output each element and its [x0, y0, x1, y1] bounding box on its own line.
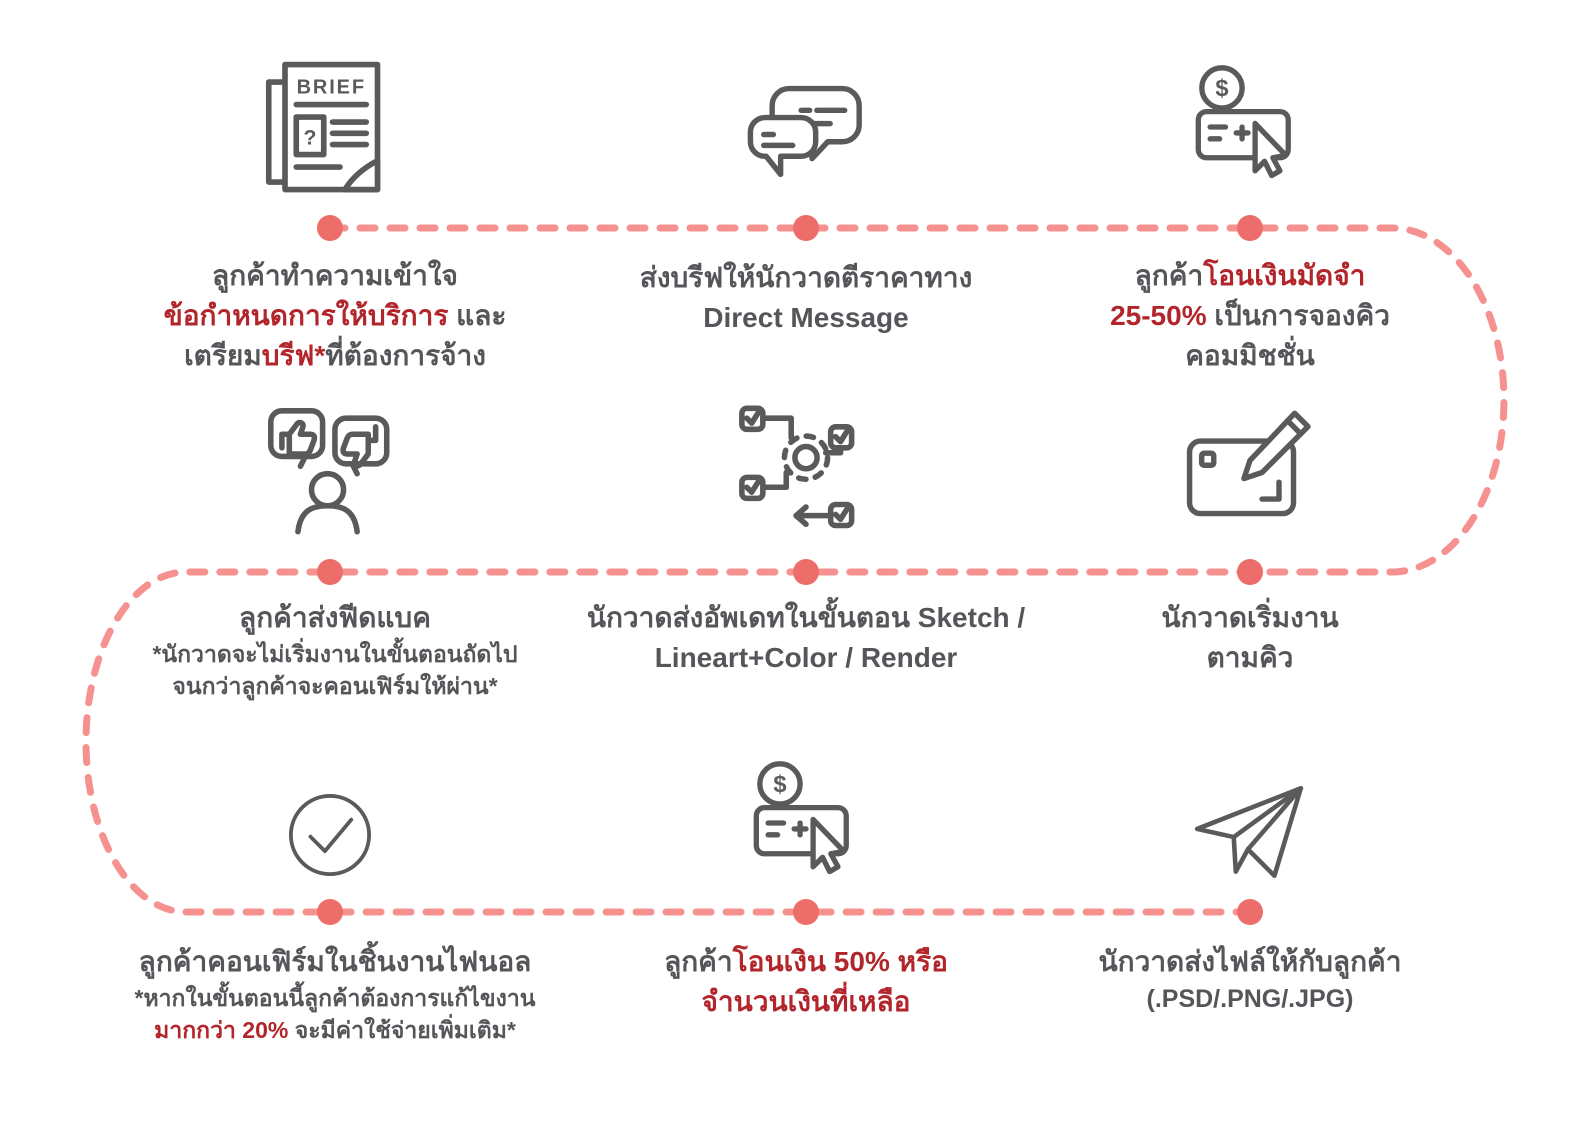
caption-line: ลูกค้าโอนเงินมัดจำ — [970, 256, 1530, 296]
caption-text: เตรียม — [184, 339, 262, 371]
step-dot — [317, 899, 343, 925]
caption-line: *หากในขั้นตอนนี้ลูกค้าต้องการแก้ไขงาน — [55, 982, 615, 1015]
step-dot — [793, 215, 819, 241]
caption-line: จำนวนเงินที่เหลือ — [526, 982, 1086, 1022]
step-8-caption: ลูกค้าโอนเงิน 50% หรือจำนวนเงินที่เหลือ — [526, 942, 1086, 1022]
step-1-caption: ลูกค้าทำความเข้าใจข้อกำหนดการให้บริการ แ… — [55, 256, 615, 375]
dollar-sign-label: $ — [1215, 76, 1228, 102]
chat-bubbles-icon — [734, 62, 879, 207]
step-5-caption: นักวาดส่งอัพเดทในขั้นตอน Sketch / Lineart… — [526, 598, 1086, 678]
caption-line: 25-50% เป็นการจองคิว — [970, 296, 1530, 336]
caption-text: Direct Message — [703, 301, 909, 333]
money-transfer-click-icon: $ — [1177, 56, 1319, 198]
drawing-tablet-icon — [1178, 400, 1323, 545]
caption-line: ลูกค้าคอนเฟิร์มในชิ้นงานไฟนอล — [55, 942, 615, 982]
step-9-caption: นักวาดส่งไฟล์ให้กับลูกค้า (.PSD/.PNG/.JPG… — [970, 942, 1530, 1017]
caption-text: ลูกค้า — [1134, 260, 1204, 291]
caption-text: Lineart+Color / Render — [654, 641, 958, 673]
caption-text: ข้อกำหนดการให้บริการ — [163, 299, 449, 331]
caption-text: บรีฟ* — [261, 339, 326, 371]
step-dot — [1237, 215, 1263, 241]
step-dot — [317, 559, 343, 585]
dollar-sign-label: $ — [773, 772, 786, 798]
workflow-gear-icon — [732, 396, 880, 544]
step-dot — [1237, 899, 1263, 925]
caption-line: นักวาดเริ่มงาน — [970, 598, 1530, 638]
money-transfer-click-icon: $ — [735, 752, 877, 894]
caption-line: ตามคิว — [970, 638, 1530, 678]
caption-text: *หากในขั้นตอนนี้ลูกค้าต้องการแก้ไขงาน — [134, 984, 536, 1011]
feedback-thumbs-icon — [256, 396, 404, 544]
step-7-caption: ลูกค้าคอนเฟิร์มในชิ้นงานไฟนอล *หากในขั้นต… — [55, 942, 615, 1047]
caption-text: คอมมิชชั่น — [1185, 339, 1315, 371]
caption-text: เป็นการจองคิว — [1206, 299, 1390, 331]
caption-text: 25-50% — [1110, 299, 1207, 331]
caption-text: ลูกค้าทำความเข้าใจ — [212, 260, 458, 291]
caption-line: มากกว่า 20% จะมีค่าใช้จ่ายเพิ่มเติม* — [55, 1014, 615, 1047]
step-4-caption: ลูกค้าส่งฟีดแบค *นักวาดจะไม่เริ่มงานในขั้… — [55, 598, 615, 703]
brief-document-icon: BRIEF ? — [255, 52, 405, 202]
step-2-caption: ส่งบรีฟให้นักวาดตีราคาทาง Direct Message — [526, 258, 1086, 338]
caption-text: ลูกค้าคอนเฟิร์มในชิ้นงานไฟนอล — [138, 946, 532, 977]
caption-line: นักวาดส่งอัพเดทในขั้นตอน Sketch / — [526, 598, 1086, 638]
caption-line: ข้อกำหนดการให้บริการ และ — [55, 296, 615, 336]
question-mark-label: ? — [304, 126, 317, 150]
caption-text: (.PSD/.PNG/.JPG) — [1146, 984, 1354, 1013]
caption-line: *นักวาดจะไม่เริ่มงานในขั้นตอนถัดไป — [55, 638, 615, 671]
check-circle-icon — [279, 784, 381, 886]
caption-text: โอนเงิน 50% หรือ — [732, 946, 948, 977]
caption-line: ส่งบรีฟให้นักวาดตีราคาทาง — [526, 258, 1086, 298]
caption-text: จะมีค่าใช้จ่ายเพิ่มเติม* — [288, 1017, 516, 1044]
flow-connector — [82, 224, 1508, 916]
caption-text: *นักวาดจะไม่เริ่มงานในขั้นตอนถัดไป — [152, 640, 518, 667]
caption-text: ที่ต้องการจ้าง — [325, 339, 486, 371]
caption-text: และ — [448, 299, 507, 331]
caption-line: ลูกค้าส่งฟีดแบค — [55, 598, 615, 638]
caption-line: ลูกค้าทำความเข้าใจ — [55, 256, 615, 296]
caption-text: นักวาดส่งอัพเดทในขั้นตอน Sketch / — [586, 602, 1026, 633]
caption-text: จำนวนเงินที่เหลือ — [701, 985, 911, 1017]
caption-text: นักวาดส่งไฟล์ให้กับลูกค้า — [1098, 946, 1402, 977]
brief-label: BRIEF — [297, 76, 366, 98]
caption-text: ตามคิว — [1206, 641, 1294, 673]
step-6-caption: นักวาดเริ่มงานตามคิว — [970, 598, 1530, 678]
step-dot — [1237, 559, 1263, 585]
caption-line: ลูกค้าโอนเงิน 50% หรือ — [526, 942, 1086, 982]
paper-plane-icon — [1189, 772, 1311, 894]
caption-text: ลูกค้า — [664, 946, 733, 977]
caption-line: (.PSD/.PNG/.JPG) — [970, 982, 1530, 1018]
caption-text: นักวาดเริ่มงาน — [1161, 602, 1339, 633]
caption-line: Direct Message — [526, 298, 1086, 338]
caption-text: ลูกค้าส่งฟีดแบค — [239, 602, 431, 633]
caption-text: ส่งบรีฟให้นักวาดตีราคาทาง — [639, 262, 973, 293]
step-dots — [317, 215, 1263, 925]
caption-line: นักวาดส่งไฟล์ให้กับลูกค้า — [970, 942, 1530, 982]
caption-line: เตรียมบรีฟ*ที่ต้องการจ้าง — [55, 336, 615, 376]
caption-line: จนกว่าลูกค้าจะคอนเฟิร์มให้ผ่าน* — [55, 670, 615, 703]
caption-line: คอมมิชชั่น — [970, 336, 1530, 376]
caption-text: มากกว่า 20% — [154, 1017, 289, 1044]
caption-text: จนกว่าลูกค้าจะคอนเฟิร์มให้ผ่าน* — [172, 673, 498, 700]
caption-text: โอนเงินมัดจำ — [1203, 260, 1366, 291]
step-dot — [793, 899, 819, 925]
step-dot — [793, 559, 819, 585]
caption-line: Lineart+Color / Render — [526, 638, 1086, 678]
step-dot — [317, 215, 343, 241]
